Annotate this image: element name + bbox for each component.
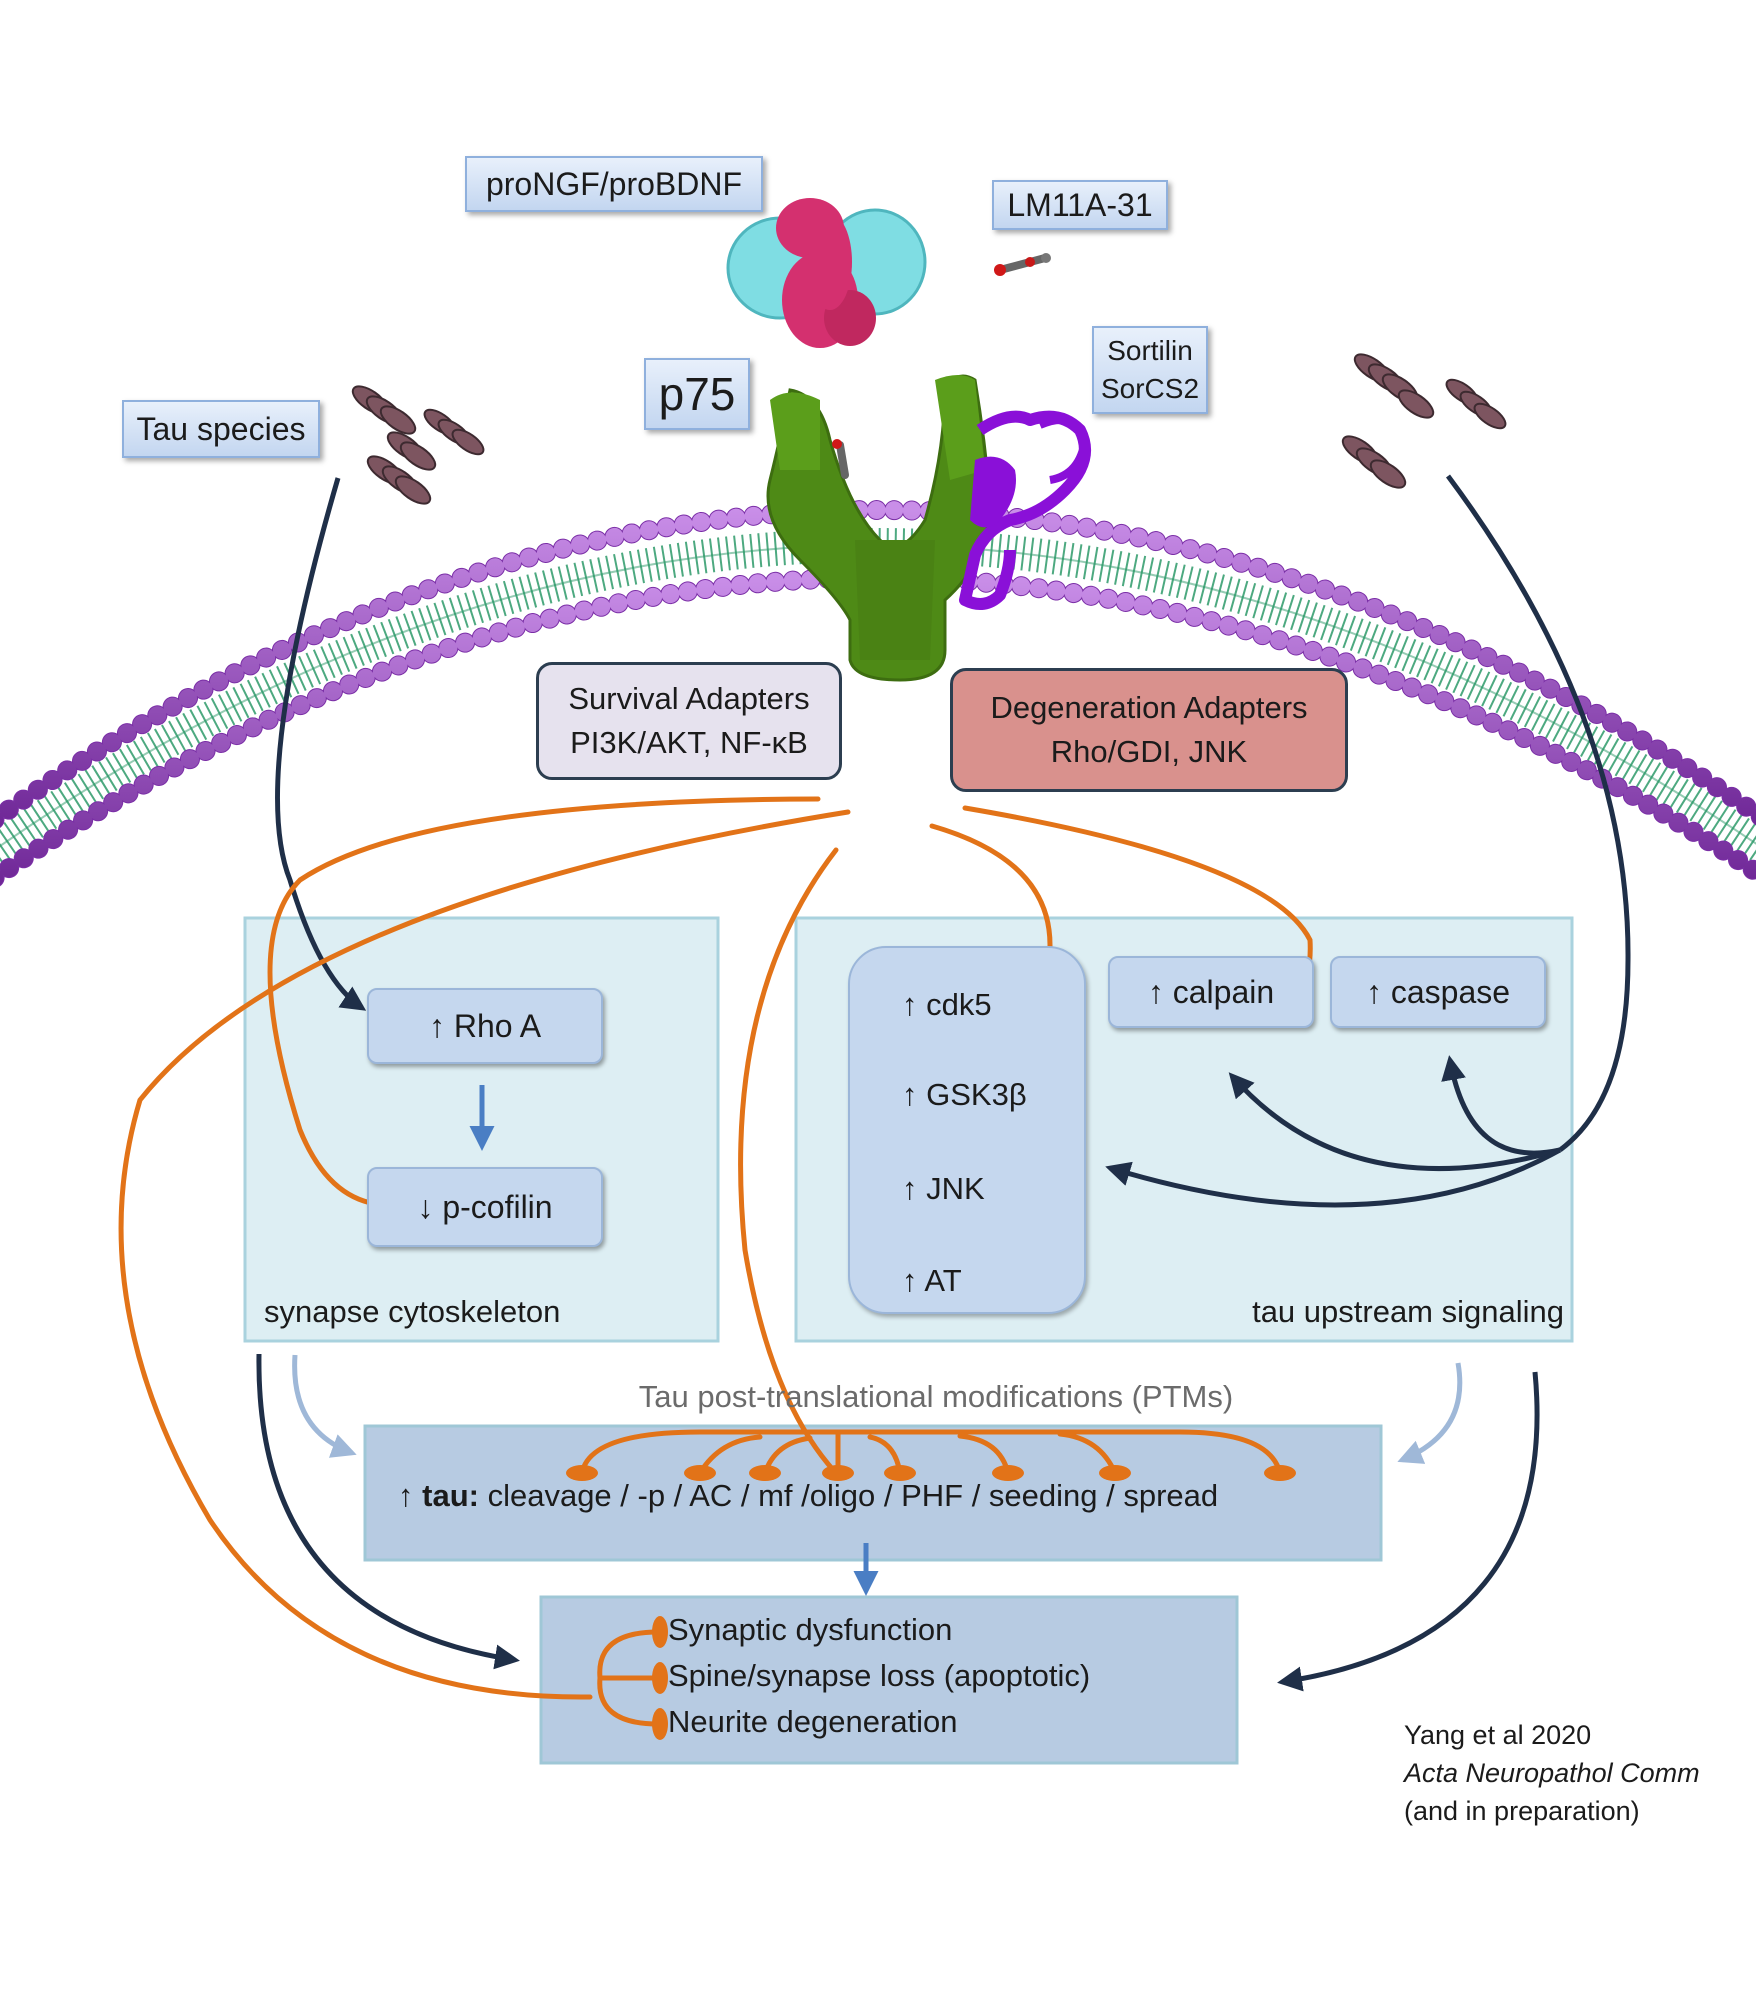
degeneration-adapters-box: Degeneration Adapters Rho/GDI, JNK: [950, 668, 1348, 792]
lm11a-label: LM11A-31: [992, 180, 1168, 230]
calpain-box: ↑ calpain: [1108, 956, 1314, 1028]
sortilin-label: Sortilin SorCS2: [1092, 326, 1208, 414]
ptm-up-arrow: ↑: [398, 1478, 414, 1513]
outcome-spine-synapse-loss: Spine/synapse loss (apoptotic): [668, 1658, 1091, 1693]
caspase-box: ↑ caspase: [1330, 956, 1546, 1028]
ptm-items: cleavage / -p / AC / mf /oligo / PHF / s…: [487, 1478, 1219, 1513]
pro-neurotrophin-label: proNGF/proBDNF: [465, 156, 763, 212]
kinase-jnk: ↑ JNK: [902, 1171, 985, 1206]
p-cofilin-box: ↓ p-cofilin: [367, 1167, 603, 1247]
synapse-to-outcomes-arrow: [256, 1353, 520, 1670]
rho-a-box: ↑ Rho A: [367, 988, 603, 1064]
ptm-title: Tau post-translational modifications (PT…: [638, 1379, 1234, 1414]
adapter-to-ptm-line: [738, 847, 839, 1475]
upstream-to-ptm-arrow: [1397, 1362, 1463, 1464]
tau-ptm-list: ↑ tau: cleavage / -p / AC / mf /oligo / …: [398, 1470, 1358, 1522]
upstream-to-outcomes-arrow: [1277, 1371, 1540, 1692]
tau-to-rhoa-arrow: [275, 477, 367, 1011]
tau-aggregates-right: [1341, 353, 1507, 489]
pro-neurotrophin-structure: [726, 198, 927, 348]
adapter-to-outcomes-line: [118, 809, 851, 1700]
tau-label: tau:: [422, 1478, 479, 1513]
sorcs2-text: SorCS2: [1100, 373, 1200, 404]
citation-authors: Yang et al 2020: [1404, 1720, 1592, 1750]
tau-to-kinases-arrow: [1105, 1147, 1562, 1208]
p75-receptor-structure: [766, 374, 992, 682]
survival-adapters-title: Survival Adapters: [568, 681, 810, 716]
ptm-bracket-line: [579, 1429, 1283, 1476]
p75-label: p75: [644, 358, 750, 430]
synapse-cytoskeleton-title: synapse cytoskeleton: [264, 1294, 561, 1329]
outcome-synaptic-dysfunction: Synaptic dysfunction: [668, 1612, 953, 1647]
degeneration-adapters-title: Degeneration Adapters: [990, 690, 1308, 725]
tau-aggregates-left: [351, 385, 485, 505]
survival-adapters-box: Survival Adapters PI3K/AKT, NF-κB: [536, 662, 842, 780]
adapter-to-cofilin-line: [267, 796, 821, 1208]
citation-journal: Acta Neuropathol Comm: [1404, 1758, 1700, 1788]
outcome-neurite-degeneration: Neurite degeneration: [668, 1704, 958, 1739]
kinase-cdk5: ↑ cdk5: [902, 987, 992, 1022]
outcome-list: Synaptic dysfunction Spine/synapse loss …: [668, 1607, 1090, 1745]
sortilin-structure: [959, 410, 1091, 610]
right-tau-main-curve: [1445, 474, 1631, 1153]
kinase-gsk3b: ↑ GSK3β: [902, 1077, 1027, 1112]
kinase-stack-box: [848, 946, 1086, 1314]
inhibition-caps: [384, 976, 1307, 1740]
lm11a-molecule: [994, 253, 1051, 276]
degeneration-adapters-members: Rho/GDI, JNK: [1050, 734, 1248, 769]
synapse-to-ptm-arrow: [292, 1354, 357, 1458]
citation: Yang et al 2020 Acta Neuropathol Comm (a…: [1404, 1716, 1700, 1830]
kinase-at: ↑ AT: [902, 1263, 962, 1298]
sortilin-text: Sortilin: [1107, 335, 1193, 366]
tau-to-calpain-arrow: [1228, 1072, 1561, 1172]
outcome-bracket-line: [597, 1629, 661, 1727]
citation-note: (and in preparation): [1404, 1796, 1640, 1826]
tau-ptm-panel: [363, 1424, 1383, 1562]
tau-upstream-signaling-title: tau upstream signaling: [1252, 1294, 1564, 1329]
tau-species-label: Tau species: [122, 400, 320, 458]
survival-adapters-members: PI3K/AKT, NF-κB: [570, 725, 808, 760]
tau-to-caspase-arrow: [1441, 1055, 1561, 1156]
